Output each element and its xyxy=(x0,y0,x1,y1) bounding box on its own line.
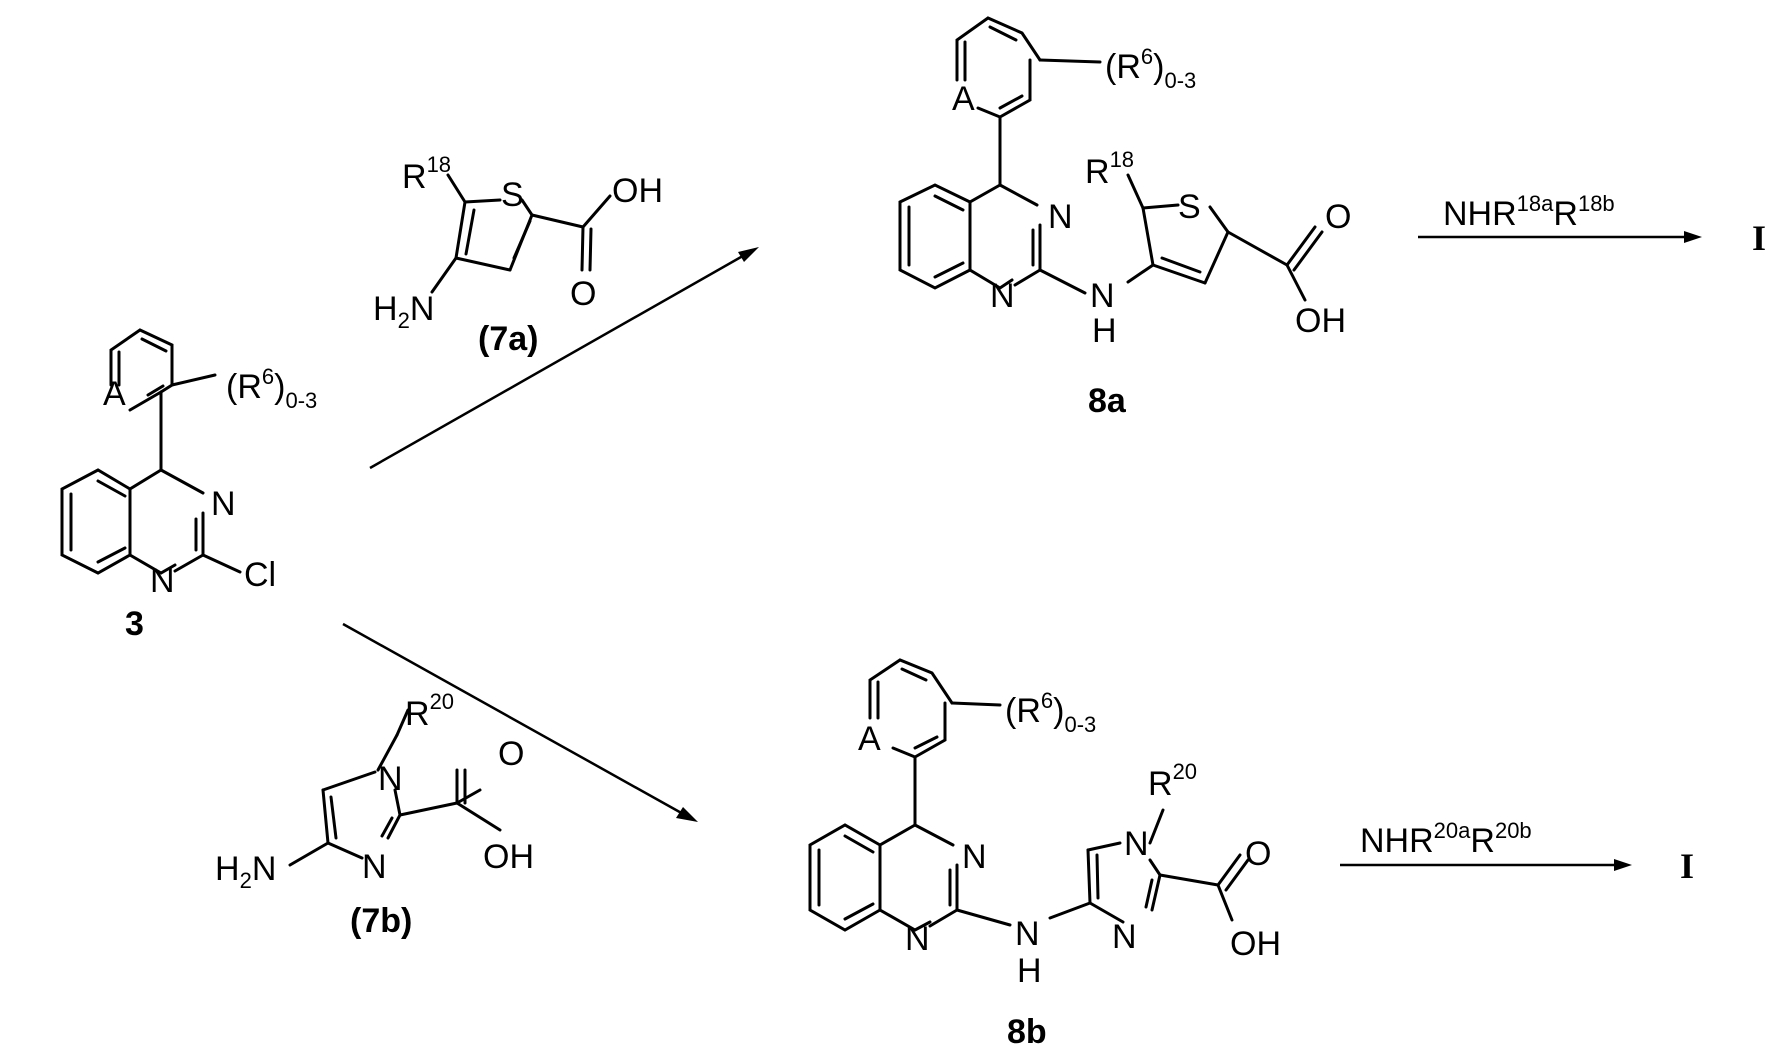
compound-3-bonds xyxy=(62,330,240,573)
r18-superscript: 18 xyxy=(1110,147,1134,172)
step-bottom-reagent: NHR20aR20b xyxy=(1360,818,1532,860)
r6-close: ) xyxy=(1153,48,1164,86)
r6-open: (R xyxy=(1105,48,1141,86)
product-8a-atom-n-lower: N xyxy=(990,277,1015,315)
step-top-product: I xyxy=(1752,218,1766,258)
compound-3-label: 3 xyxy=(125,605,144,643)
product-8a-r6-group: (R6)0-3 xyxy=(1105,44,1196,93)
product-8b-atom-a: A xyxy=(858,720,881,758)
amine-h: H xyxy=(373,290,398,328)
product-8b-nh-h: H xyxy=(1017,952,1042,990)
reagent-7b-amine: H2N xyxy=(215,850,276,893)
amine-n: N xyxy=(410,290,435,328)
product-8b-imidazole-n3: N xyxy=(1112,918,1137,956)
product-8b-imidazole-n1: N xyxy=(1124,825,1149,863)
product-8a-atom-a: A xyxy=(952,80,975,118)
arrow-to-8a xyxy=(370,247,759,468)
amine-n: N xyxy=(252,850,277,888)
r20-superscript: 20 xyxy=(430,689,454,714)
reagent-7b-atom-n3: N xyxy=(362,848,387,886)
reagent-7a-r18: R18 xyxy=(402,152,451,196)
compound-3-r6-group: (R6)0-3 xyxy=(226,364,317,413)
r6-open: (R xyxy=(1005,692,1041,730)
reagent-7a-carbonyl-oxygen: O xyxy=(570,275,596,313)
product-8b-atom-n-lower: N xyxy=(905,920,930,958)
reagent-7b-r20: R20 xyxy=(405,689,454,733)
reagent-7a-atom-s: S xyxy=(501,176,524,214)
product-8a-hydroxyl: OH xyxy=(1295,302,1346,340)
reagent-superscript-1: 20a xyxy=(1434,818,1471,843)
product-8b-label: 8b xyxy=(1007,1013,1047,1051)
r6-open: (R xyxy=(226,368,262,406)
product-8b-hydroxyl: OH xyxy=(1230,925,1281,963)
product-8a-carbonyl-oxygen: O xyxy=(1325,198,1351,236)
r18-superscript: 18 xyxy=(427,152,451,177)
reagent-7b-carbonyl-oxygen: O xyxy=(498,735,524,773)
step-bottom-product: I xyxy=(1680,846,1694,886)
r18-letter: R xyxy=(402,158,427,196)
r6-range: 0-3 xyxy=(1064,712,1096,737)
reagent-7a-hydroxyl: OH xyxy=(612,172,663,210)
r6-superscript: 6 xyxy=(1041,688,1053,713)
reagent-nhr: NHR xyxy=(1360,822,1434,860)
r6-superscript: 6 xyxy=(1141,44,1153,69)
amine-subscript: 2 xyxy=(240,868,252,893)
product-8a-nh-n: N xyxy=(1090,277,1115,315)
amine-h: H xyxy=(215,850,240,888)
r6-range: 0-3 xyxy=(285,388,317,413)
product-8b-r6-group: (R6)0-3 xyxy=(1005,688,1096,737)
compound-3-chloro: Cl xyxy=(244,556,276,594)
r20-letter: R xyxy=(1148,765,1173,803)
amine-subscript: 2 xyxy=(398,308,410,333)
compound-3: A N N Cl (R6)0-3 3 xyxy=(62,330,317,643)
product-8a-nh-h: H xyxy=(1092,312,1117,350)
r6-close: ) xyxy=(274,368,285,406)
r6-range: 0-3 xyxy=(1164,68,1196,93)
step-bottom: NHR20aR20b I xyxy=(1340,818,1694,886)
reagent-7b: R20 N N O OH H2N (7b) xyxy=(215,689,534,940)
reagent-superscript-2: 18b xyxy=(1578,191,1615,216)
product-8a-atom-s: S xyxy=(1178,188,1201,226)
step-top-arrowhead xyxy=(1684,231,1702,243)
product-8a-r18: R18 xyxy=(1085,147,1134,191)
compound-3-atom-n-lower: N xyxy=(150,562,175,600)
reagent-r: R xyxy=(1553,195,1578,233)
compound-3-atom-a: A xyxy=(103,375,126,413)
reagent-7a-amine: H2N xyxy=(373,290,434,333)
product-8a-atom-n-upper: N xyxy=(1048,198,1073,236)
reagent-nhr: NHR xyxy=(1443,195,1517,233)
product-8a: A (R6)0-3 R18 S N N N H O OH 8a xyxy=(900,18,1351,420)
r6-close: ) xyxy=(1053,692,1064,730)
r20-superscript: 20 xyxy=(1173,759,1197,784)
product-8b-nh-n: N xyxy=(1015,915,1040,953)
product-8b: A (R6)0-3 R20 N N N H N N O OH 8b xyxy=(810,660,1281,1051)
reagent-r: R xyxy=(1470,822,1495,860)
r18-letter: R xyxy=(1085,153,1110,191)
product-8b-carbonyl-oxygen: O xyxy=(1245,835,1271,873)
product-8a-label: 8a xyxy=(1088,382,1127,420)
compound-3-atom-n-upper: N xyxy=(211,485,236,523)
step-top: NHR18aR18b I xyxy=(1418,191,1766,258)
r20-letter: R xyxy=(405,695,430,733)
product-8b-atom-n-upper: N xyxy=(962,838,987,876)
reagent-7a-label: (7a) xyxy=(478,320,538,358)
r6-superscript: 6 xyxy=(262,364,274,389)
step-bottom-arrowhead xyxy=(1614,859,1632,871)
reagent-superscript-1: 18a xyxy=(1517,191,1554,216)
product-8b-r20: R20 xyxy=(1148,759,1197,803)
reagent-7b-hydroxyl: OH xyxy=(483,838,534,876)
reagent-superscript-2: 20b xyxy=(1495,818,1532,843)
reagent-7b-label: (7b) xyxy=(350,902,412,940)
step-top-reagent: NHR18aR18b xyxy=(1443,191,1615,233)
reagent-7b-atom-n1: N xyxy=(378,760,403,798)
